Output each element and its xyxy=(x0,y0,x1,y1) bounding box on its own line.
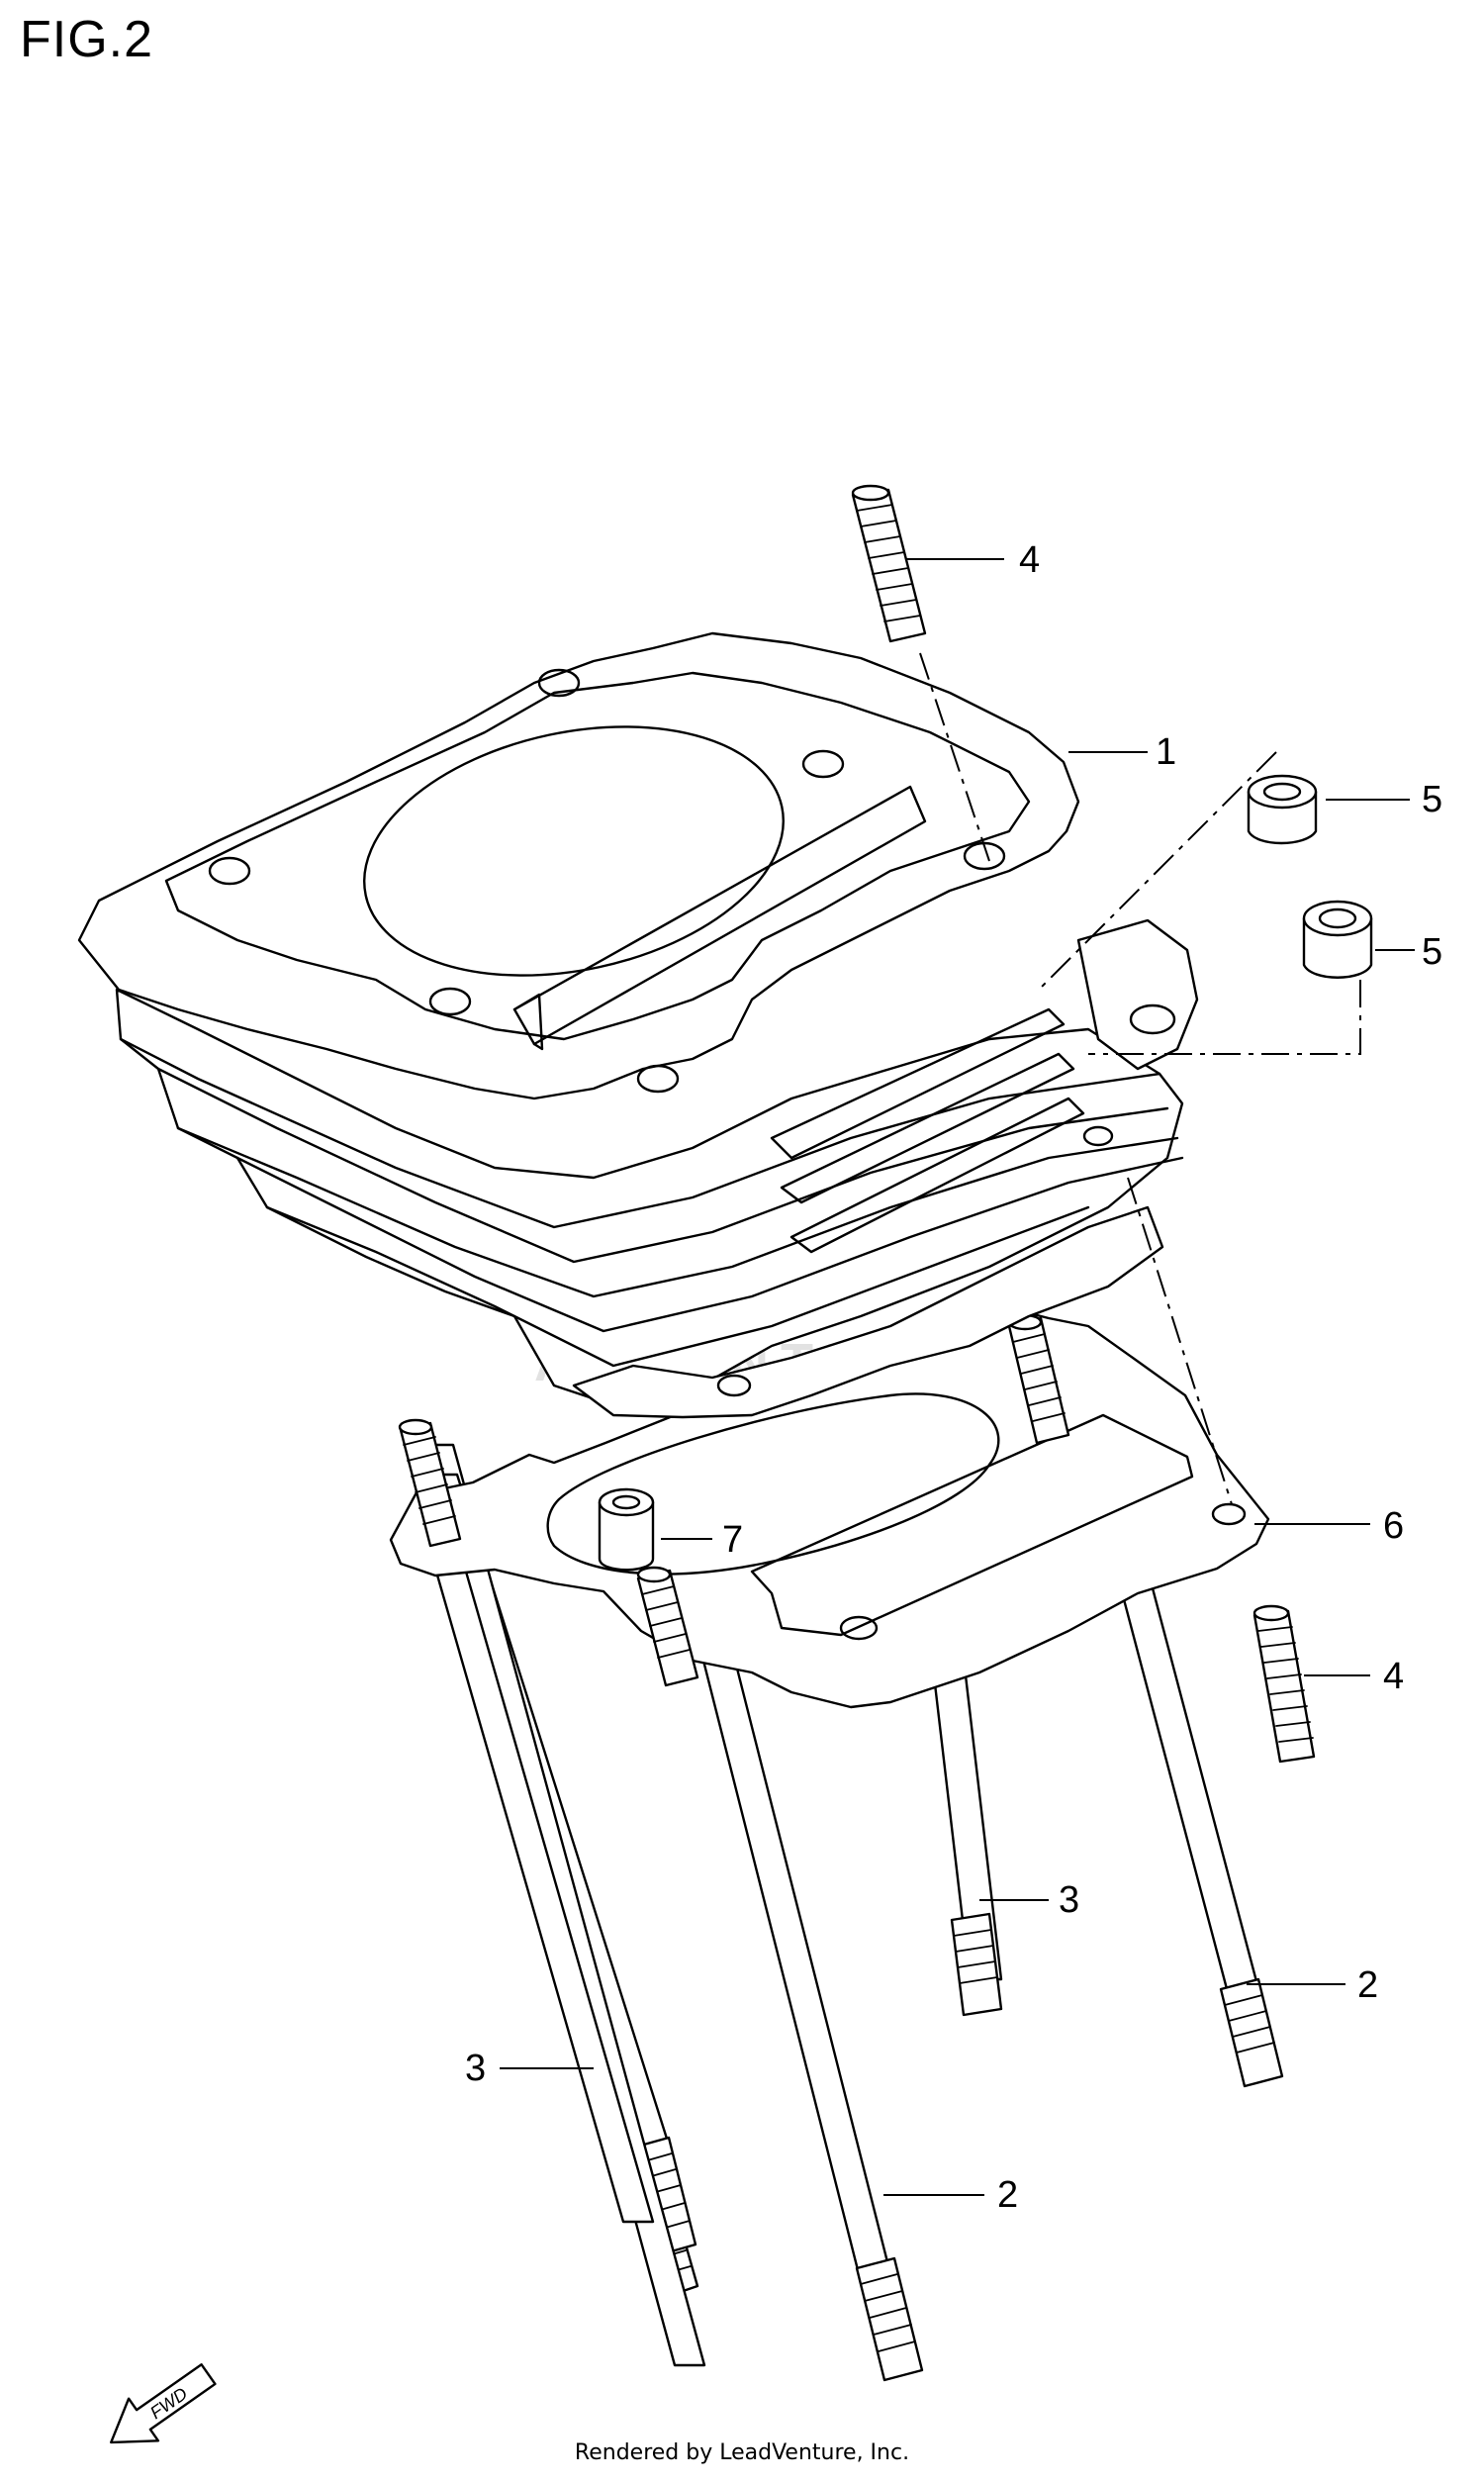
stud-short-top xyxy=(851,484,927,643)
nut-lower xyxy=(1302,900,1373,979)
stud-bolt-3-left xyxy=(414,1497,655,2224)
stud-upper-mid xyxy=(636,1566,699,1687)
stud-upper-left xyxy=(398,1418,462,1548)
stud-bolt-2-right xyxy=(1086,1463,1284,2088)
callout-1: 1 xyxy=(1156,731,1176,773)
render-credit: Rendered by LeadVenture, Inc. xyxy=(574,2440,910,2465)
callout-3-center: 3 xyxy=(1059,1879,1079,1921)
callout-6: 6 xyxy=(1383,1505,1404,1547)
callout-4-top: 4 xyxy=(1019,539,1040,581)
callout-4-right: 4 xyxy=(1383,1656,1404,1697)
figure-title: FIG.2 xyxy=(20,11,154,68)
cylinder-block xyxy=(77,631,1199,1419)
stud-short-right xyxy=(1252,1604,1316,1764)
callout-5-upper: 5 xyxy=(1422,779,1442,820)
callout-labels: 4 1 5 5 6 7 4 3 2 3 2 xyxy=(465,539,1442,2216)
callout-2-right: 2 xyxy=(1357,1964,1378,2006)
callout-3-left: 3 xyxy=(465,2048,486,2089)
callout-2-lower: 2 xyxy=(997,2174,1018,2216)
callout-7: 7 xyxy=(722,1519,743,1561)
leader-lines xyxy=(500,558,1415,2196)
alignment-lines xyxy=(919,652,1361,1505)
nut-upper xyxy=(1247,774,1318,845)
callout-5-lower: 5 xyxy=(1422,931,1442,973)
dowel-pin xyxy=(598,1487,655,1572)
